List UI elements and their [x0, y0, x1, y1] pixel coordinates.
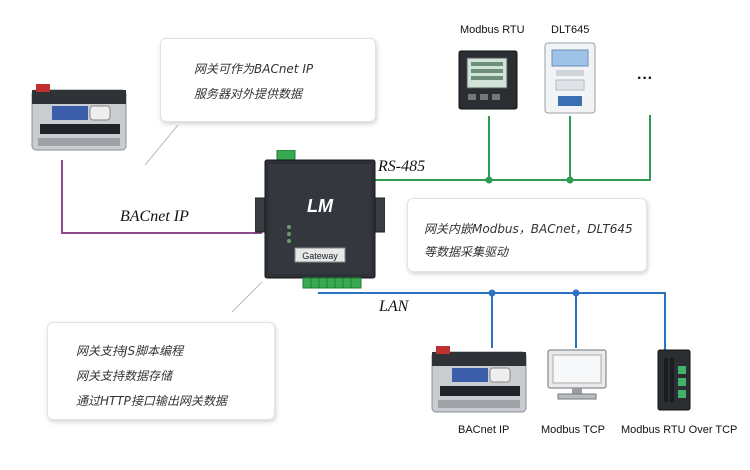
callout-embedded-drivers: 网关内嵌Modbus，BACnet，DLT645 等数据采集驱动: [407, 198, 647, 272]
lan-junction-2: [572, 289, 580, 297]
modbus-rtu-over-tcp-label: Modbus RTU Over TCP: [621, 424, 738, 436]
bacnet-ip-device-label: BACnet IP: [458, 424, 510, 436]
callout-line: 网关支持数据存储: [76, 369, 173, 383]
callout-line: 等数据采集驱动: [424, 245, 509, 259]
rs485-bus-line: [375, 115, 651, 181]
modbus-rtu-meter-icon: [458, 50, 518, 110]
industrial-switch-icon: [657, 349, 691, 411]
lan-junction-1: [488, 289, 496, 297]
callout-line: 通过HTTP接口输出网关数据: [76, 394, 227, 408]
modbus-tcp-label: Modbus TCP: [541, 424, 605, 436]
dlt645-meter-icon: [544, 42, 596, 114]
rs485-junction-2: [566, 176, 574, 184]
gateway-name: Gateway: [302, 251, 338, 261]
bacnet-ip-line: [61, 160, 262, 234]
bacnet-controller-device-top: [31, 84, 127, 151]
rs485-junction-1: [485, 176, 493, 184]
bacnet-controller-device-bottom: [431, 346, 527, 413]
gateway-logo: LM: [307, 196, 334, 216]
lan-bus-line: [318, 292, 666, 350]
modbus-rtu-label: Modbus RTU: [460, 24, 525, 36]
bacnet-ip-label: BACnet IP: [120, 208, 189, 225]
callout-line: 网关内嵌Modbus，BACnet，DLT645: [424, 222, 633, 236]
callout-line: 网关可作为BACnet IP: [194, 62, 314, 76]
dlt645-label: DLT645: [551, 24, 590, 36]
callout-line: 网关支持JS脚本编程: [76, 344, 184, 358]
callout-pointer-top: [144, 124, 179, 166]
callout-js-storage-http: 网关支持JS脚本编程 网关支持数据存储 通过HTTP接口输出网关数据: [47, 322, 275, 420]
rs485-label: RS-485: [378, 158, 426, 175]
callout-line: 服务器对外提供数据: [194, 87, 303, 101]
more-devices-ellipsis: ···: [637, 70, 653, 87]
computer-icon: [547, 349, 607, 400]
gateway-device: LM Gateway: [255, 150, 385, 289]
lan-label: LAN: [379, 298, 409, 315]
callout-pointer-bottom: [231, 281, 263, 313]
callout-bacnet-server: 网关可作为BACnet IP 服务器对外提供数据: [160, 38, 376, 122]
